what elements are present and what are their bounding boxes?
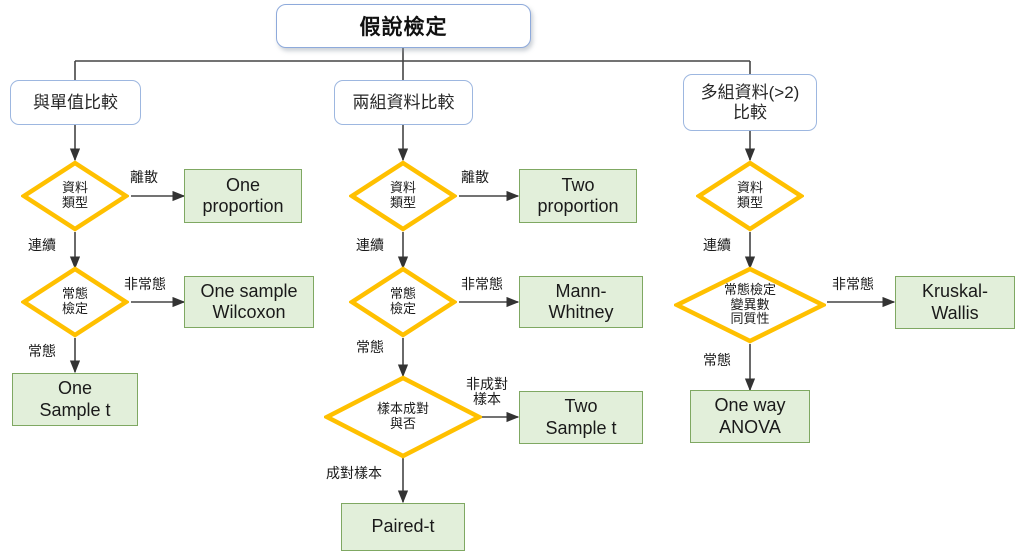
result-label: One sample Wilcoxon — [200, 280, 298, 322]
edge-label-c3-normal: 常態 — [703, 352, 731, 368]
edge-label-c1-continuous: 連續 — [28, 237, 56, 253]
diamond-shape — [349, 160, 457, 232]
edge-label-c1-discrete: 離散 — [130, 169, 158, 185]
diamond-shape — [349, 266, 457, 338]
decision-c2-normality[interactable]: 常態 檢定 — [349, 266, 457, 338]
edge-label-c2-non-normal: 非常態 — [461, 276, 503, 292]
edge-label-c3-continuous: 連續 — [703, 237, 731, 253]
decision-c1-normality[interactable]: 常態 檢定 — [21, 266, 129, 338]
edge-label-c2-unpaired: 非成對 樣本 — [466, 376, 508, 408]
category-label: 兩組資料比較 — [352, 92, 455, 112]
result-label: One proportion — [202, 174, 284, 216]
result-two-proportion[interactable]: Two proportion — [519, 169, 637, 223]
decision-c2-paired[interactable]: 樣本成對 與否 — [324, 375, 482, 459]
edge-label-c2-discrete: 離散 — [461, 169, 489, 185]
category-node-single-value[interactable]: 與單值比較 — [10, 80, 141, 125]
result-kruskal-wallis[interactable]: Kruskal- Wallis — [895, 276, 1015, 329]
diamond-shape — [674, 266, 826, 344]
category-label: 多組資料(>2) 比較 — [700, 83, 800, 122]
decision-label: 常態檢定 變異數 同質性 — [723, 282, 776, 327]
result-two-sample-t[interactable]: Two Sample t — [519, 391, 643, 444]
result-label: Paired-t — [371, 516, 435, 537]
decision-label: 常態 檢定 — [61, 286, 88, 316]
edge-label-c2-normal: 常態 — [356, 339, 384, 355]
edge-label-c2-paired: 成對樣本 — [326, 465, 382, 481]
edge-label-c3-non-normal: 非常態 — [832, 276, 874, 292]
diamond-shape — [696, 160, 804, 232]
category-node-multi-groups[interactable]: 多組資料(>2) 比較 — [683, 74, 817, 131]
edge-label-c1-normal: 常態 — [28, 343, 56, 359]
decision-label: 資料 類型 — [736, 180, 763, 210]
result-label: One Sample t — [39, 378, 111, 420]
decision-label: 資料 類型 — [389, 180, 416, 210]
diamond-shape — [21, 266, 129, 338]
decision-label: 常態 檢定 — [389, 286, 416, 316]
result-one-way-anova[interactable]: One way ANOVA — [690, 390, 810, 443]
decision-c2-data-type[interactable]: 資料 類型 — [349, 160, 457, 232]
decision-c3-normality[interactable]: 常態檢定 變異數 同質性 — [674, 266, 826, 344]
result-mann-whitney[interactable]: Mann- Whitney — [519, 276, 643, 328]
diamond-shape — [21, 160, 129, 232]
result-label: Kruskal- Wallis — [921, 281, 988, 323]
diamond-shape — [324, 375, 482, 459]
result-one-proportion[interactable]: One proportion — [184, 169, 302, 223]
edge-label-c1-non-normal: 非常態 — [124, 276, 166, 292]
diagram-title: 假說檢定 — [276, 4, 531, 48]
result-label: Mann- Whitney — [548, 280, 614, 322]
category-label: 與單值比較 — [33, 92, 118, 112]
decision-label: 資料 類型 — [61, 180, 88, 210]
result-one-sample-wilcoxon[interactable]: One sample Wilcoxon — [184, 276, 314, 328]
decision-c1-data-type[interactable]: 資料 類型 — [21, 160, 129, 232]
result-one-sample-t[interactable]: One Sample t — [12, 373, 138, 426]
result-label: One way ANOVA — [714, 395, 786, 437]
result-label: Two Sample t — [545, 396, 617, 438]
diagram-title-label: 假說檢定 — [359, 16, 448, 39]
decision-c3-data-type[interactable]: 資料 類型 — [696, 160, 804, 232]
result-label: Two proportion — [537, 174, 619, 216]
edge-label-c2-continuous: 連續 — [356, 237, 384, 253]
category-node-two-groups[interactable]: 兩組資料比較 — [334, 80, 473, 125]
result-paired-t[interactable]: Paired-t — [341, 503, 465, 551]
decision-label: 樣本成對 與否 — [376, 401, 429, 431]
